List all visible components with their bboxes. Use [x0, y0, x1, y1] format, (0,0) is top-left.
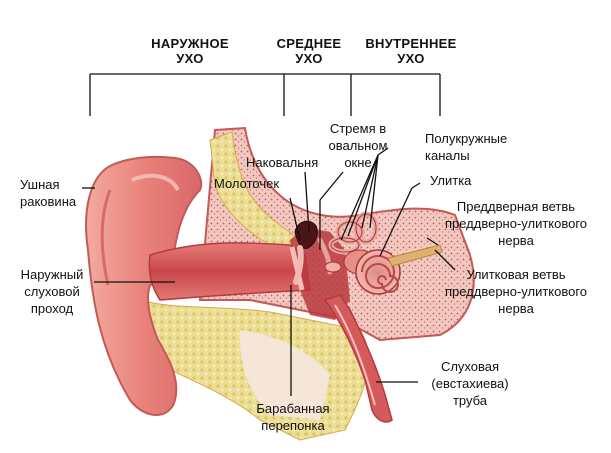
label-stapes: Стремя в овальном окне [328, 121, 388, 170]
section-brackets [89, 73, 441, 116]
label-cochlear-nerve: Улитковая ветвь преддверно-улиткового не… [444, 267, 588, 316]
section-inner-ear: ВНУТРЕННЕЕ УХО [355, 36, 467, 66]
section-middle-ear-label: СРЕДНЕЕ УХО [276, 36, 342, 66]
label-semicircular-canals: Полукружные каналы [425, 131, 508, 163]
section-middle-ear: СРЕДНЕЕ УХО [270, 36, 348, 66]
label-incus: Наковальня [246, 155, 319, 170]
label-malleus: Молоточек [214, 176, 280, 191]
section-outer-ear: НАРУЖНОЕ УХО [135, 36, 245, 66]
label-ear-canal: Наружный слуховой проход [20, 267, 84, 316]
label-vestibular-nerve: Преддверная ветвь преддверно-улиткового … [444, 199, 588, 248]
label-cochlea: Улитка [430, 173, 472, 188]
label-auricle: Ушная раковина [20, 177, 77, 209]
label-eardrum: Барабанная перепонка [256, 401, 330, 433]
leader-lines [82, 147, 456, 396]
section-inner-ear-label: ВНУТРЕННЕЕ УХО [365, 36, 457, 66]
label-eustachian-tube: Слуховая (евстахиева) труба [431, 359, 509, 408]
section-outer-ear-label: НАРУЖНОЕ УХО [151, 36, 229, 66]
